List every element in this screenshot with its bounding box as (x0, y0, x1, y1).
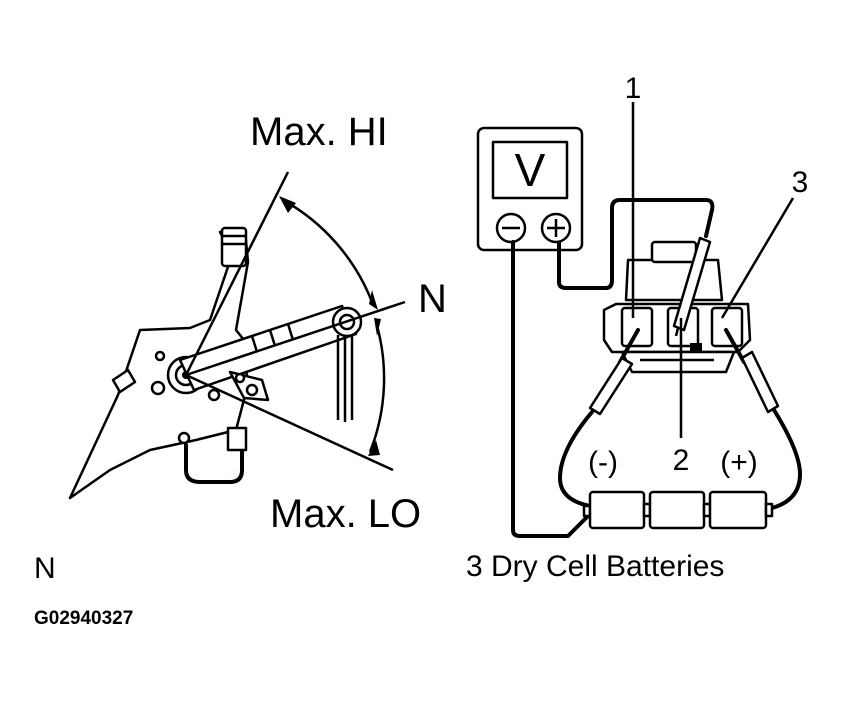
negative-battery-lead (558, 328, 640, 508)
battery-negative-label: (-) (588, 446, 618, 479)
voltmeter (476, 126, 584, 252)
neutral-position-label: N (418, 277, 447, 321)
figure-code: G02940327 (34, 608, 133, 629)
voltmeter-symbol: V (515, 144, 546, 196)
battery-positive-label: (+) (720, 446, 758, 479)
positive-lead-wire (557, 198, 715, 290)
mode-label: N (34, 552, 56, 585)
callout-3: 3 (792, 166, 809, 199)
negative-lead-wire (511, 240, 594, 538)
callout-1: 1 (625, 72, 642, 105)
callout-2: 2 (673, 444, 690, 477)
max-lo-label: Max. LO (270, 492, 421, 536)
positive-battery-lead (724, 328, 802, 510)
battery-pack (582, 490, 774, 530)
back-probe (672, 236, 712, 337)
callout-3-leader (720, 197, 795, 319)
sensor-assembly (68, 171, 406, 500)
battery-caption: 3 Dry Cell Batteries (466, 550, 724, 583)
max-hi-label: Max. HI (250, 110, 388, 154)
